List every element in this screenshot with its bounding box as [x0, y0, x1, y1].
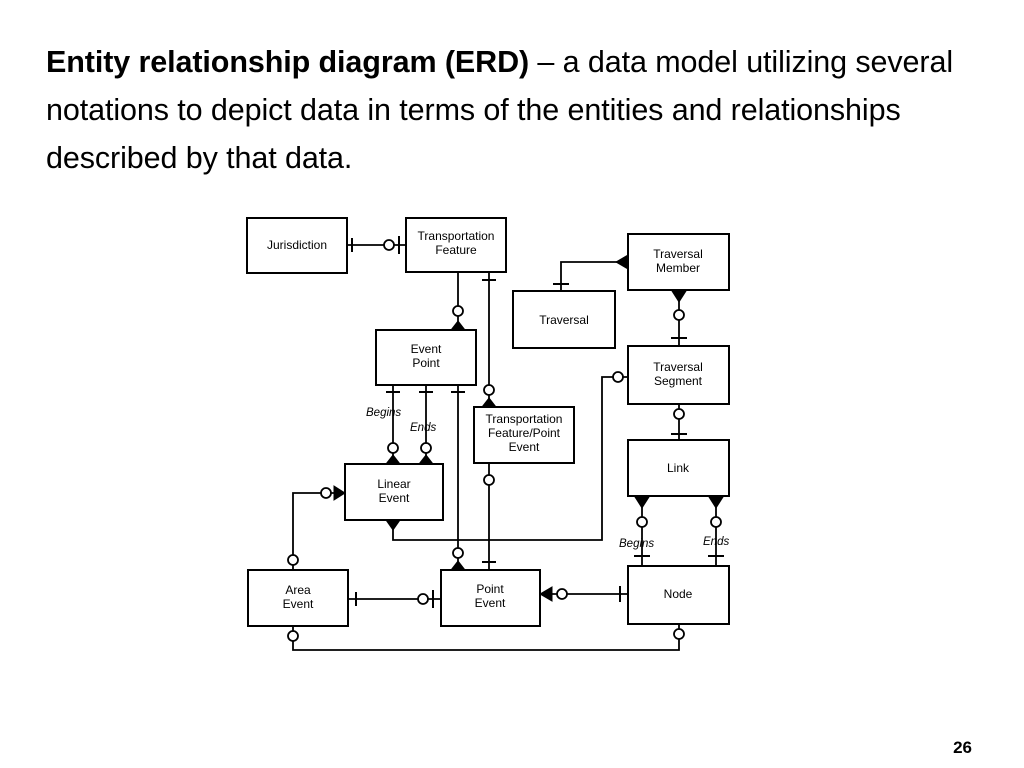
entity-jurisdiction: Jurisdiction [246, 217, 348, 274]
rel-traversal-traversal-member [560, 261, 628, 291]
entity-label: Area [285, 583, 311, 597]
svg-text:Traversal: Traversal [539, 313, 589, 327]
entity-label: Traversal [539, 313, 589, 327]
entity-label: Transportation [486, 412, 563, 426]
rel-linear-traversal-segment [392, 376, 628, 541]
cardinality-marks [287, 236, 724, 642]
entity-label: Feature [435, 243, 477, 257]
svg-text:Jurisdiction: Jurisdiction [267, 238, 327, 252]
role-label-link-begins: Begins [619, 538, 654, 550]
slide-title: Entity relationship diagram (ERD) – a da… [46, 38, 996, 182]
slide-title-term: Entity relationship diagram (ERD) [46, 45, 530, 79]
slide-title-definition: – a data model utilizing several notatio… [46, 45, 954, 175]
entity-label: Point [476, 582, 504, 596]
entity-label: Member [656, 261, 700, 275]
page-number: 26 [953, 738, 972, 757]
entity-link: Link [627, 439, 730, 497]
entity-label: Feature/Point [488, 426, 561, 440]
entity-label: Event [411, 342, 442, 356]
svg-text:Link: Link [667, 461, 690, 475]
role-label-linear-begins: Begins [366, 407, 401, 419]
role-label-link-ends: Ends [703, 536, 729, 548]
entity-label: Node [664, 587, 693, 601]
entity-label: Event [509, 440, 540, 454]
entity-label: Point [412, 356, 440, 370]
entity-label: Linear [377, 477, 410, 491]
rel-area-node [292, 624, 680, 651]
entity-label: Event [475, 596, 506, 610]
entity-label: Segment [654, 374, 703, 388]
svg-text:Node: Node [664, 587, 693, 601]
entity-label: Link [667, 461, 690, 475]
entity-traversal: Traversal [512, 290, 616, 349]
rel-linear-area-event [292, 492, 345, 570]
entity-label: Traversal [653, 247, 703, 261]
entity-node: Node [627, 565, 730, 625]
entity-label: Event [379, 491, 410, 505]
entity-label: Transportation [418, 229, 495, 243]
entity-label: Event [283, 597, 314, 611]
role-label-linear-ends: Ends [410, 422, 436, 434]
entity-label: Jurisdiction [267, 238, 327, 252]
entity-label: Traversal [653, 360, 703, 374]
